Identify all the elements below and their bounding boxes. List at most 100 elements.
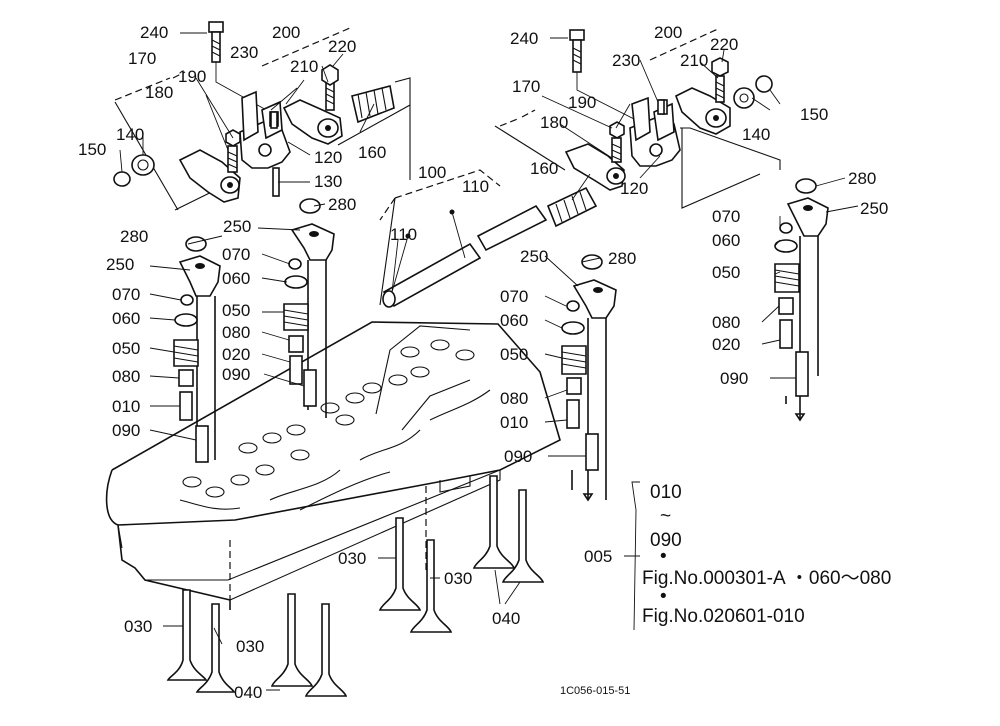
valve-030-d <box>409 539 453 633</box>
label-150: 150 <box>800 105 828 124</box>
label-050: 050 <box>500 345 528 364</box>
rocker-bracket-120-right <box>629 96 681 167</box>
rocker-arm-200-left <box>282 99 343 145</box>
label-220: 220 <box>710 35 738 54</box>
label-160: 160 <box>358 143 386 162</box>
cap-280-b <box>299 198 321 214</box>
label-080: 080 <box>500 389 528 408</box>
label-040: 040 <box>492 609 520 628</box>
collet-070-a <box>180 294 194 306</box>
right-valve-stack <box>774 178 829 422</box>
label-100: 100 <box>418 163 446 182</box>
valve-040-b <box>304 603 348 697</box>
bullet-2: • <box>660 586 667 607</box>
pin-230-left <box>270 111 278 129</box>
label-070: 070 <box>112 285 140 304</box>
label-050: 050 <box>112 339 140 358</box>
valve-040-a <box>270 593 314 687</box>
label-030: 030 <box>444 569 472 588</box>
bridge-250-c <box>572 279 617 319</box>
label-080: 080 <box>112 367 140 386</box>
valve-030-a <box>166 589 208 681</box>
guide-020-d <box>779 319 793 349</box>
spring-160-left <box>351 85 395 124</box>
label-230: 230 <box>230 43 258 62</box>
cap-280-c <box>581 254 603 270</box>
label-090: 090 <box>720 369 748 388</box>
center-valve-stack <box>561 254 617 502</box>
seal-080-d <box>778 297 794 315</box>
pushrod-090-a <box>195 425 209 463</box>
label-180: 180 <box>540 113 568 132</box>
bolt-240-left <box>208 21 271 113</box>
left-rocker-assembly <box>113 21 411 211</box>
label-080: 080 <box>222 323 250 342</box>
label-280: 280 <box>328 195 356 214</box>
washer-140-right <box>733 87 755 109</box>
bullet-1: • <box>660 546 667 567</box>
circlip-150-right <box>755 75 773 93</box>
label-005: 005 <box>584 547 612 566</box>
label-030: 030 <box>338 549 366 568</box>
label-090: 090 <box>112 421 140 440</box>
valve-030-c <box>378 517 422 611</box>
left-valve-stack-a <box>173 236 221 463</box>
guide-020-b <box>289 355 303 385</box>
leader-lines <box>119 32 859 691</box>
rocker-arm-200-right <box>674 87 731 135</box>
label-160: 160 <box>530 159 558 178</box>
label-250: 250 <box>223 217 251 236</box>
label-010: 010 <box>112 397 140 416</box>
label-280: 280 <box>120 227 148 246</box>
bridge-250-b <box>290 223 335 261</box>
pushrod-090-d <box>795 351 809 397</box>
collet-070-b <box>288 258 302 270</box>
label-140: 140 <box>742 125 770 144</box>
rocker-arm-180-right <box>564 143 626 191</box>
rocker-bracket-120-left <box>239 90 291 169</box>
label-050: 050 <box>712 263 740 282</box>
label-180: 180 <box>145 83 173 102</box>
adjust-screw-190-left <box>225 129 241 173</box>
washer-140-left <box>131 154 155 176</box>
retainer-060-a <box>174 313 198 327</box>
label-050: 050 <box>222 301 250 320</box>
left-valve-stack-b <box>283 198 335 418</box>
label-020: 020 <box>222 345 250 364</box>
label-070: 070 <box>712 207 740 226</box>
range-to: 090 <box>650 530 682 551</box>
valve-040-c <box>472 475 516 569</box>
part-labels: 240 200 230 220 210 170 190 180 140 150 … <box>78 23 888 702</box>
label-120: 120 <box>314 148 342 167</box>
bridge-250-d <box>786 197 829 237</box>
collet-070-d <box>779 222 793 234</box>
label-190: 190 <box>568 93 596 112</box>
label-240: 240 <box>140 23 168 42</box>
cap-280-d <box>795 178 817 194</box>
circlip-150-left <box>113 171 131 187</box>
label-060: 060 <box>712 231 740 250</box>
drawing-code: 1C056-015-51 <box>560 685 630 697</box>
head-ports <box>179 325 491 511</box>
guide-010-a <box>179 391 193 421</box>
figure-reference-1: Fig.No.000301-A ・060～080 <box>642 568 891 589</box>
pin-230-right <box>657 99 665 115</box>
valves-bottom <box>166 475 545 697</box>
label-170: 170 <box>128 49 156 68</box>
label-190: 190 <box>178 67 206 86</box>
adjust-screw-210-left <box>321 64 339 111</box>
label-090: 090 <box>222 365 250 384</box>
cylinder-head-block <box>105 321 561 610</box>
label-280: 280 <box>608 249 636 268</box>
rocker-shaft-100 <box>379 169 548 308</box>
label-060: 060 <box>112 309 140 328</box>
guide-010-c <box>566 399 580 429</box>
rocker-arm-180-left <box>178 149 241 203</box>
label-080: 080 <box>712 313 740 332</box>
label-110: 110 <box>462 177 489 196</box>
label-200: 200 <box>272 23 300 42</box>
label-130: 130 <box>314 172 342 191</box>
adjust-screw-190-right <box>609 121 625 163</box>
valve-040-d <box>501 489 545 583</box>
